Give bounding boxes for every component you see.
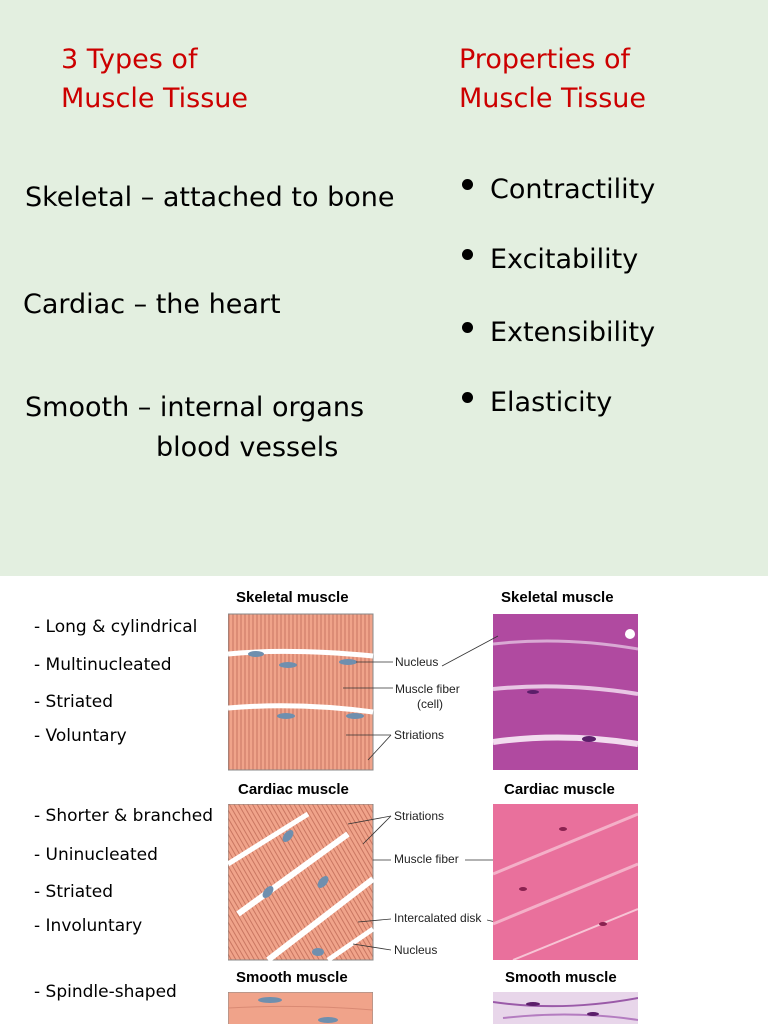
properties-heading: Properties of Muscle Tissue (459, 40, 646, 118)
nucleus-icon (248, 651, 264, 657)
types-heading-line1: 3 Types of (61, 44, 198, 75)
skeletal-trait: - Multinucleated (34, 655, 172, 675)
label-nucleus: Nucleus (394, 943, 437, 957)
properties-heading-line2: Muscle Tissue (459, 83, 647, 114)
muscle-fiber-pointer (465, 859, 495, 861)
nucleus-icon (258, 997, 282, 1003)
type-smooth-line2: blood vessels (156, 432, 339, 463)
cardiac-micrograph (493, 804, 638, 960)
skeletal-trait: - Voluntary (34, 726, 127, 746)
cardiac-trait: - Shorter & branched (34, 806, 214, 826)
skeletal-micro-caption: Skeletal muscle (501, 589, 614, 606)
cardiac-trait: - Striated (34, 882, 114, 902)
property-item: Excitability (462, 244, 638, 275)
nucleus-icon (317, 876, 329, 888)
property-label: Extensibility (490, 317, 656, 348)
cardiac-trait: - Involuntary (34, 916, 143, 936)
type-smooth: Smooth – internal organs (25, 392, 365, 423)
skeletal-diagram-caption: Skeletal muscle (236, 589, 349, 606)
property-label: Excitability (490, 244, 639, 275)
property-label: Contractility (490, 174, 656, 205)
skeletal-trait: - Long & cylindrical (34, 617, 198, 637)
smooth-diagram (228, 992, 373, 1024)
skeletal-trait: - Striated (34, 692, 114, 712)
label-striations: Striations (394, 728, 444, 742)
nucleus-icon (346, 713, 364, 719)
bullet-icon (462, 322, 473, 333)
cardiac-trait: - Uninucleated (34, 845, 158, 865)
bullet-icon (462, 392, 473, 403)
bullet-icon (462, 179, 473, 190)
skeletal-diagram: Nucleus Muscle fiber (cell) Striations (228, 613, 460, 771)
property-label: Elasticity (490, 387, 613, 418)
smooth-trait: - Spindle-shaped (34, 982, 177, 1002)
label-muscle-fiber: Muscle fiber (395, 682, 460, 696)
label-cell: (cell) (417, 697, 443, 711)
nucleus-icon (312, 948, 324, 956)
smooth-diagram-caption: Smooth muscle (236, 969, 348, 986)
nucleus-icon (262, 886, 274, 898)
nucleus-icon (339, 659, 357, 665)
bullet-icon (462, 249, 473, 260)
label-muscle-fiber: Muscle fiber (394, 852, 459, 866)
nucleus-icon (318, 1017, 338, 1023)
label-striations: Striations (394, 809, 444, 823)
nucleus-icon (279, 662, 297, 668)
nucleus-pointer (441, 635, 499, 667)
property-item: Contractility (462, 174, 655, 205)
types-heading: 3 Types of Muscle Tissue (61, 40, 248, 118)
nucleus-icon (282, 830, 294, 842)
cardiac-diagram-caption: Cardiac muscle (238, 781, 349, 798)
skeletal-micrograph (493, 614, 638, 770)
skeletal-tissue-block (228, 613, 374, 771)
cardiac-diagram: Striations Muscle fiber Intercalated dis… (228, 804, 482, 962)
label-nucleus: Nucleus (395, 655, 438, 669)
smooth-micrograph (493, 992, 638, 1024)
smooth-micro-caption: Smooth muscle (505, 969, 617, 986)
property-item: Elasticity (462, 387, 612, 418)
top-panel: 3 Types of Muscle Tissue Properties of M… (0, 0, 768, 576)
types-heading-line2: Muscle Tissue (61, 83, 249, 114)
nucleus-icon (277, 713, 295, 719)
properties-heading-line1: Properties of (459, 44, 631, 75)
type-cardiac: Cardiac – the heart (23, 289, 281, 320)
property-item: Extensibility (462, 317, 655, 348)
label-intercalated-disk: Intercalated disk (394, 911, 482, 925)
type-skeletal: Skeletal – attached to bone (25, 182, 395, 213)
cardiac-micro-caption: Cardiac muscle (504, 781, 615, 798)
